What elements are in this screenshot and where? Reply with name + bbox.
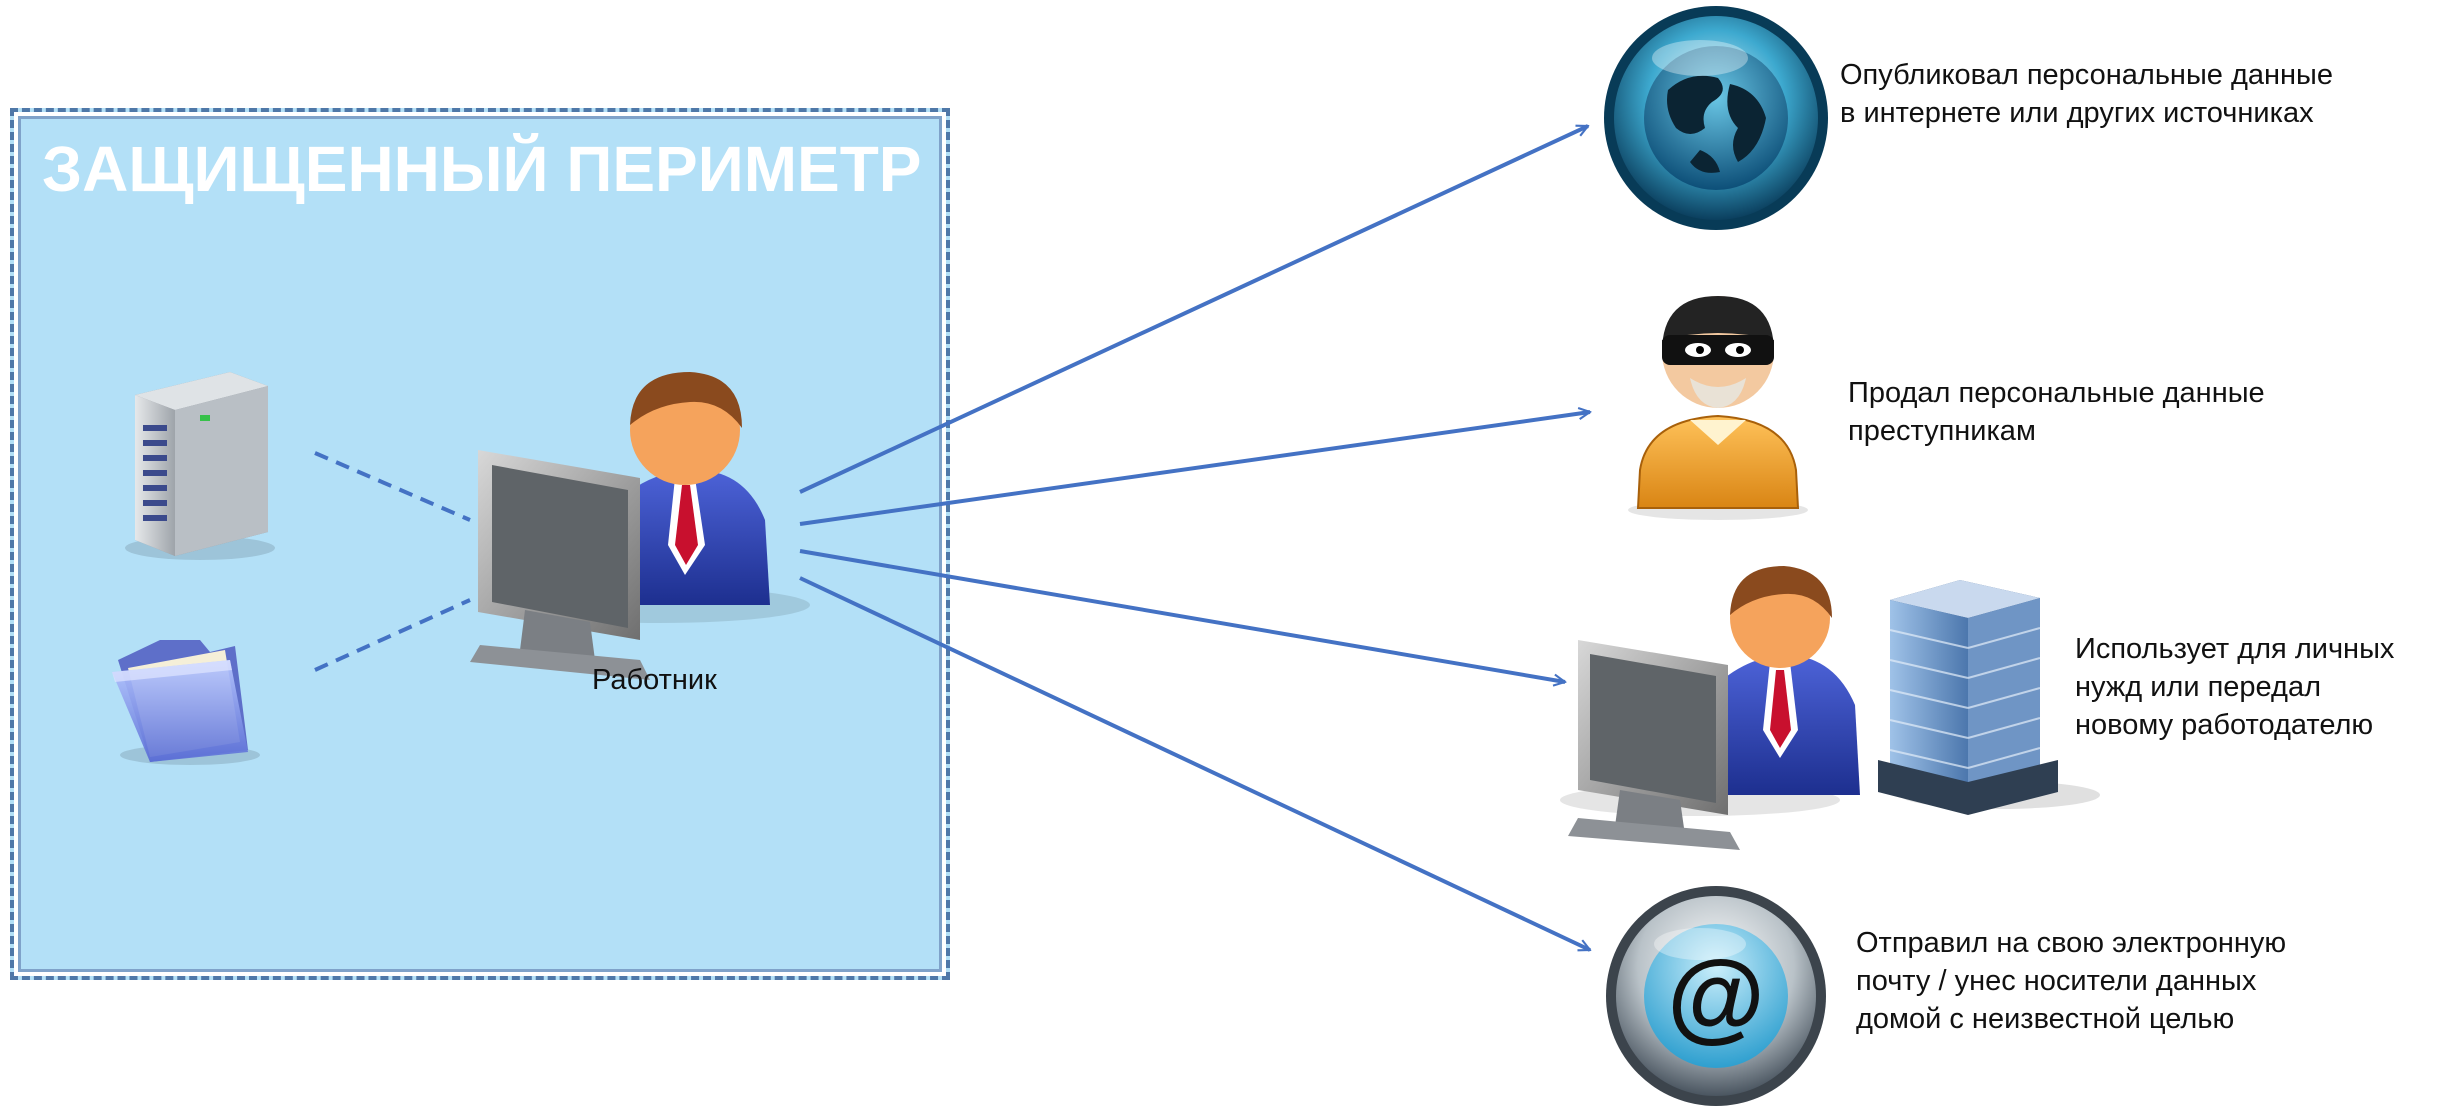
server-icon [125, 372, 275, 560]
outcome-personal-use-caption: Использует для личных нужд или передал н… [2075, 633, 2395, 741]
employee-and-office-building-icon [1560, 566, 2100, 850]
folder-to-worker-connector [314, 598, 471, 672]
outcome-email-or-media-caption: Отправил на свою электронную почту / уне… [1856, 927, 2287, 1035]
globe-icon [1604, 6, 1828, 230]
email-at-icon: @ [1606, 886, 1826, 1106]
arrow-to-criminals [799, 412, 1590, 526]
outcome-published-online-caption: Опубликовал персональные данные в интерн… [1840, 59, 2334, 129]
outcome-sold-to-criminals-caption: Продал персональные данные преступникам [1848, 377, 2265, 447]
arrow-to-internet [799, 124, 1588, 494]
perimeter-title: ЗАЩИЩЕННЫЙ ПЕРИМЕТР [42, 133, 922, 205]
server-to-worker-connector [314, 451, 471, 522]
folder-icon [112, 640, 260, 765]
employee-at-computer-icon [470, 372, 810, 680]
criminal-icon [1628, 296, 1808, 520]
arrow-to-new-employer [799, 549, 1565, 682]
svg-text:@: @ [1667, 940, 1765, 1052]
worker-label: Работник [592, 664, 717, 696]
arrow-to-email [799, 576, 1590, 952]
